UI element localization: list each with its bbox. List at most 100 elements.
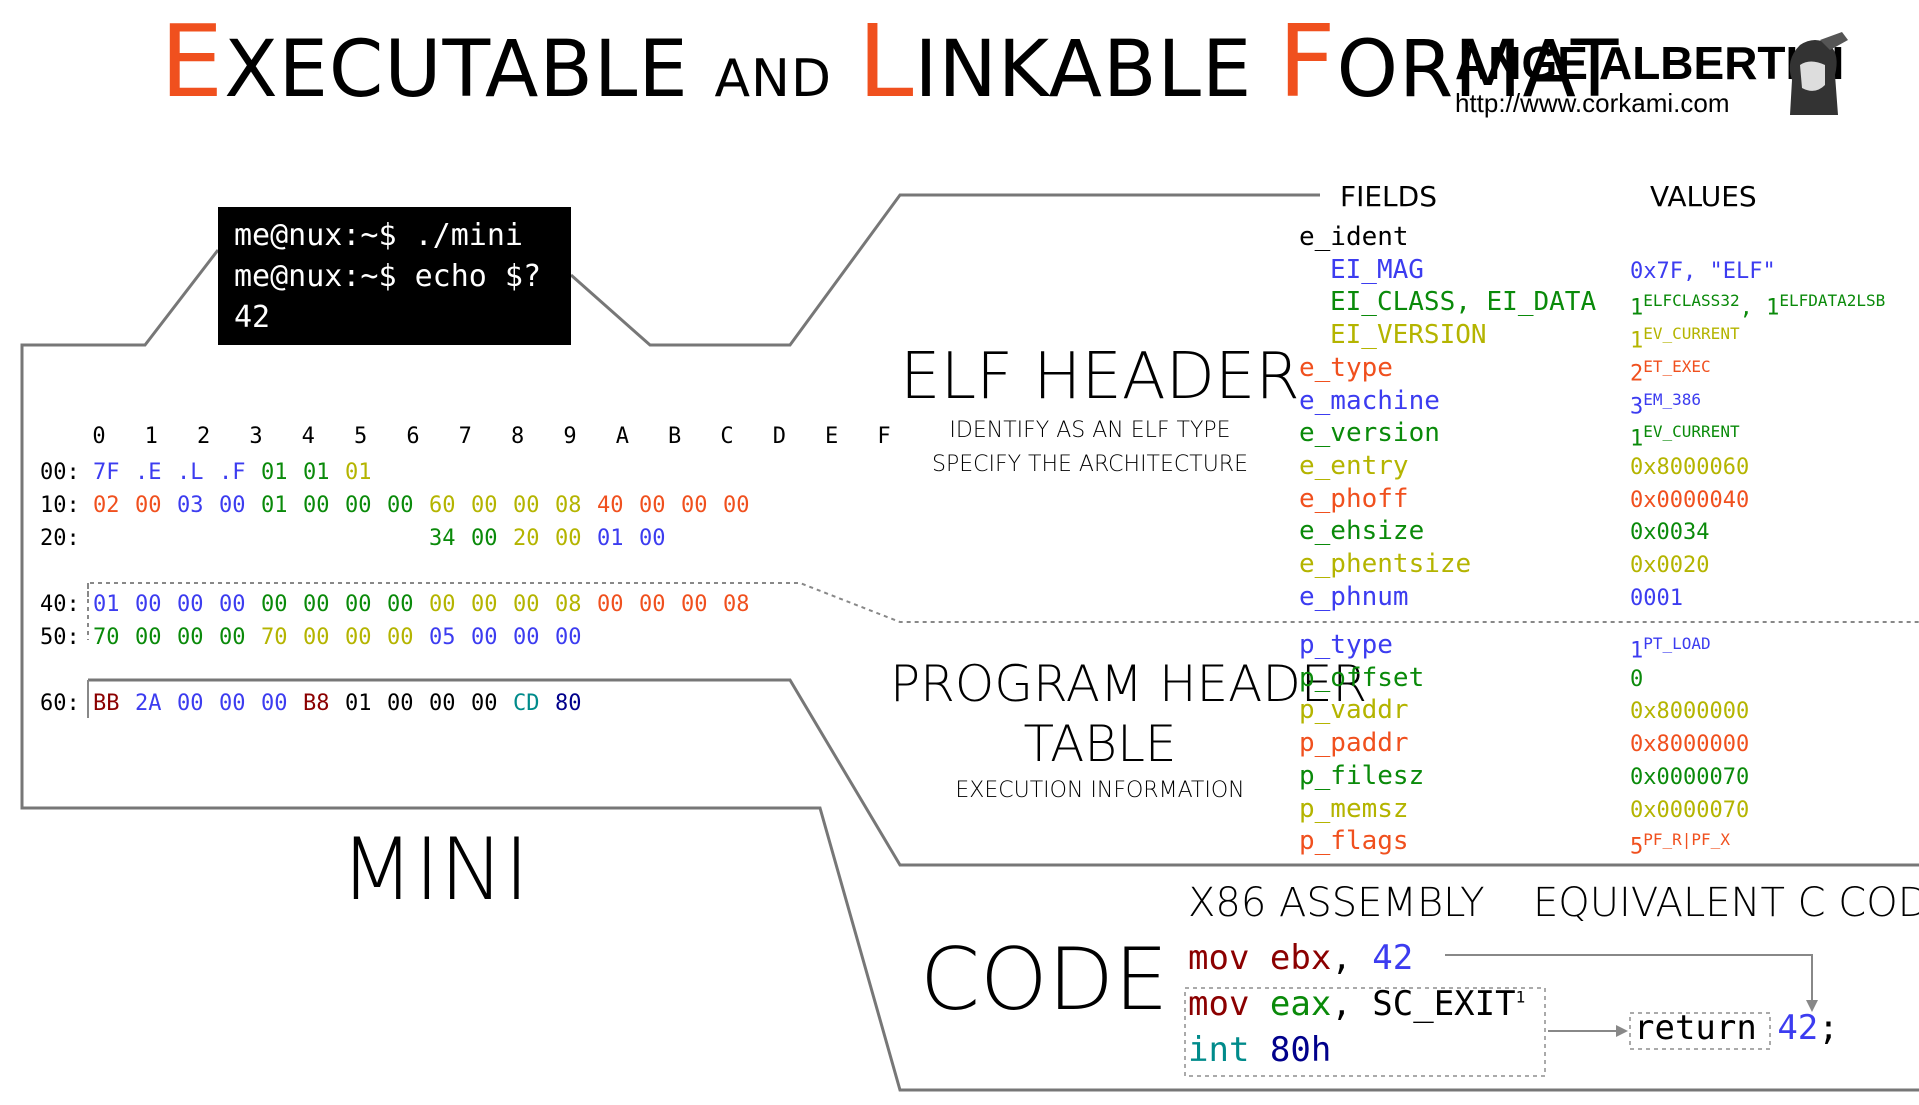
hexdump-byte: 00 <box>261 691 288 716</box>
field-value-number: 0x8000060 <box>1630 454 1750 480</box>
hexdump-byte: 00 <box>219 493 246 518</box>
asm-separator: , <box>1331 984 1352 1024</box>
title-L: L <box>857 3 915 120</box>
title-inkable: INKABLE <box>914 25 1253 115</box>
field-value: 0001 <box>1630 586 1683 611</box>
hexdump-byte: 00 <box>219 592 246 617</box>
title-and: AND <box>714 49 832 109</box>
field-value: 0x0000070 <box>1630 765 1749 790</box>
hexdump-byte: 00 <box>723 493 750 518</box>
field-name: p_flags <box>1299 826 1409 857</box>
hexdump-byte: 03 <box>177 493 204 518</box>
field-name: p_paddr <box>1299 728 1409 759</box>
hexdump-byte: 00 <box>639 493 666 518</box>
field-value-number: 0 <box>1630 666 1644 692</box>
asm-separator: , <box>1331 938 1352 978</box>
field-name: e_type <box>1299 352 1393 383</box>
hexdump-byte: 00 <box>555 625 582 650</box>
field-name: p_type <box>1299 630 1393 660</box>
field-name: e_phentsize <box>1299 549 1472 579</box>
field-value-symbol: PT_LOAD <box>1643 634 1711 653</box>
asm-register: ebx <box>1269 938 1332 978</box>
hexdump-byte: 00 <box>219 625 246 650</box>
field-value-number: 0x8000000 <box>1630 699 1750 725</box>
field-value: 0x8000000 <box>1630 699 1749 724</box>
hexdump-byte: 00 <box>471 592 498 617</box>
hexdump-byte: 00 <box>387 592 414 617</box>
field-value-symbol: PF_R|PF_X <box>1643 830 1730 850</box>
field-value-number: , 1 <box>1739 295 1780 321</box>
asm-opcode: int <box>1188 1030 1250 1070</box>
field-value: 1EV_CURRENT <box>1630 324 1740 353</box>
hexdump-byte: 00 <box>513 493 540 518</box>
hexdump-byte: CD <box>513 691 540 716</box>
fields-column-header: FIELDS <box>1340 180 1437 213</box>
hexdump-byte: 00 <box>345 592 372 617</box>
field-value-symbol: EV_CURRENT <box>1643 422 1740 442</box>
hexdump-byte: 7F <box>93 460 120 485</box>
hexdump-byte: 34 <box>429 526 456 551</box>
c-return-value: 42 <box>1777 1008 1819 1048</box>
page-title: EXECUTABLE AND LINKABLE FORMAT <box>160 12 1619 112</box>
field-value-number: 1 <box>1630 328 1644 354</box>
hexdump-byte: 00 <box>177 592 204 617</box>
code-title: CODE <box>920 930 1169 1030</box>
asm-opcode: mov <box>1188 938 1250 978</box>
c-return-keyword: return <box>1634 1008 1757 1048</box>
field-value: 2ET_EXEC <box>1630 357 1711 386</box>
hexdump-byte: 70 <box>261 625 288 650</box>
field-value-number: 0x0000070 <box>1630 764 1750 790</box>
field-name: e_machine <box>1299 385 1440 416</box>
field-value-symbol: EM_386 <box>1643 389 1702 409</box>
field-value-number: 0001 <box>1630 585 1683 611</box>
hexdump-byte: 08 <box>555 592 582 617</box>
hexdump-byte: 00 <box>555 526 582 551</box>
field-name: e_phoff <box>1299 483 1409 514</box>
hexdump-byte: 00 <box>387 691 414 716</box>
field-name: e_entry <box>1299 450 1409 481</box>
author-name: ANGE ALBERTINI <box>1455 37 1845 89</box>
hexdump-byte: .L <box>177 460 204 485</box>
title-E: E <box>160 3 225 120</box>
field-name: e_version <box>1299 418 1440 449</box>
hexdump-byte: 40 <box>597 493 624 518</box>
asm-line: int 80h <box>1188 1030 1331 1070</box>
hexdump-address: 50: <box>40 625 80 650</box>
field-value-number: 0x8000000 <box>1630 732 1750 758</box>
field-value: 1EV_CURRENT <box>1630 422 1740 451</box>
hexdump-byte: 00 <box>513 592 540 617</box>
field-value-number: 2 <box>1630 361 1644 387</box>
hexdump-byte: 00 <box>261 592 288 617</box>
hexdump-byte: .F <box>219 460 246 485</box>
hexdump-byte: 00 <box>345 493 372 518</box>
c-semicolon: ; <box>1818 1008 1839 1048</box>
title-F: F <box>1278 3 1337 120</box>
hexdump-byte: 00 <box>471 691 498 716</box>
hexdump-byte: 01 <box>261 460 288 485</box>
program-header-title: TABLE <box>1023 715 1177 773</box>
field-value-number: 0x0000040 <box>1630 487 1750 513</box>
hexdump-address: 10: <box>40 493 80 518</box>
field-value-number: 0x0020 <box>1630 553 1710 578</box>
hexdump-byte: 00 <box>429 691 456 716</box>
field-value: 5PF_R|PF_X <box>1630 830 1730 859</box>
hexdump-byte: 01 <box>345 691 372 716</box>
hexdump-byte: 00 <box>303 493 330 518</box>
hexdump-byte: 00 <box>303 625 330 650</box>
field-value: 0x8000000 <box>1630 732 1749 757</box>
hexdump-byte: 00 <box>639 526 666 551</box>
hexdump-address: 20: <box>40 526 80 551</box>
mini-title: MINI <box>340 820 530 920</box>
field-value: 0x7F, "ELF" <box>1630 259 1776 284</box>
asm-footnote: 1 <box>1515 987 1526 1007</box>
hexdump-byte: 00 <box>135 493 162 518</box>
asm-line: mov ebx, 42 <box>1188 938 1413 978</box>
author-url[interactable]: http://www.corkami.com <box>1455 88 1730 118</box>
field-name: e_phnum <box>1299 581 1409 612</box>
hexdump-byte: .E <box>135 460 162 485</box>
hexdump-byte: 00 <box>177 691 204 716</box>
hexdump-byte: 00 <box>639 592 666 617</box>
